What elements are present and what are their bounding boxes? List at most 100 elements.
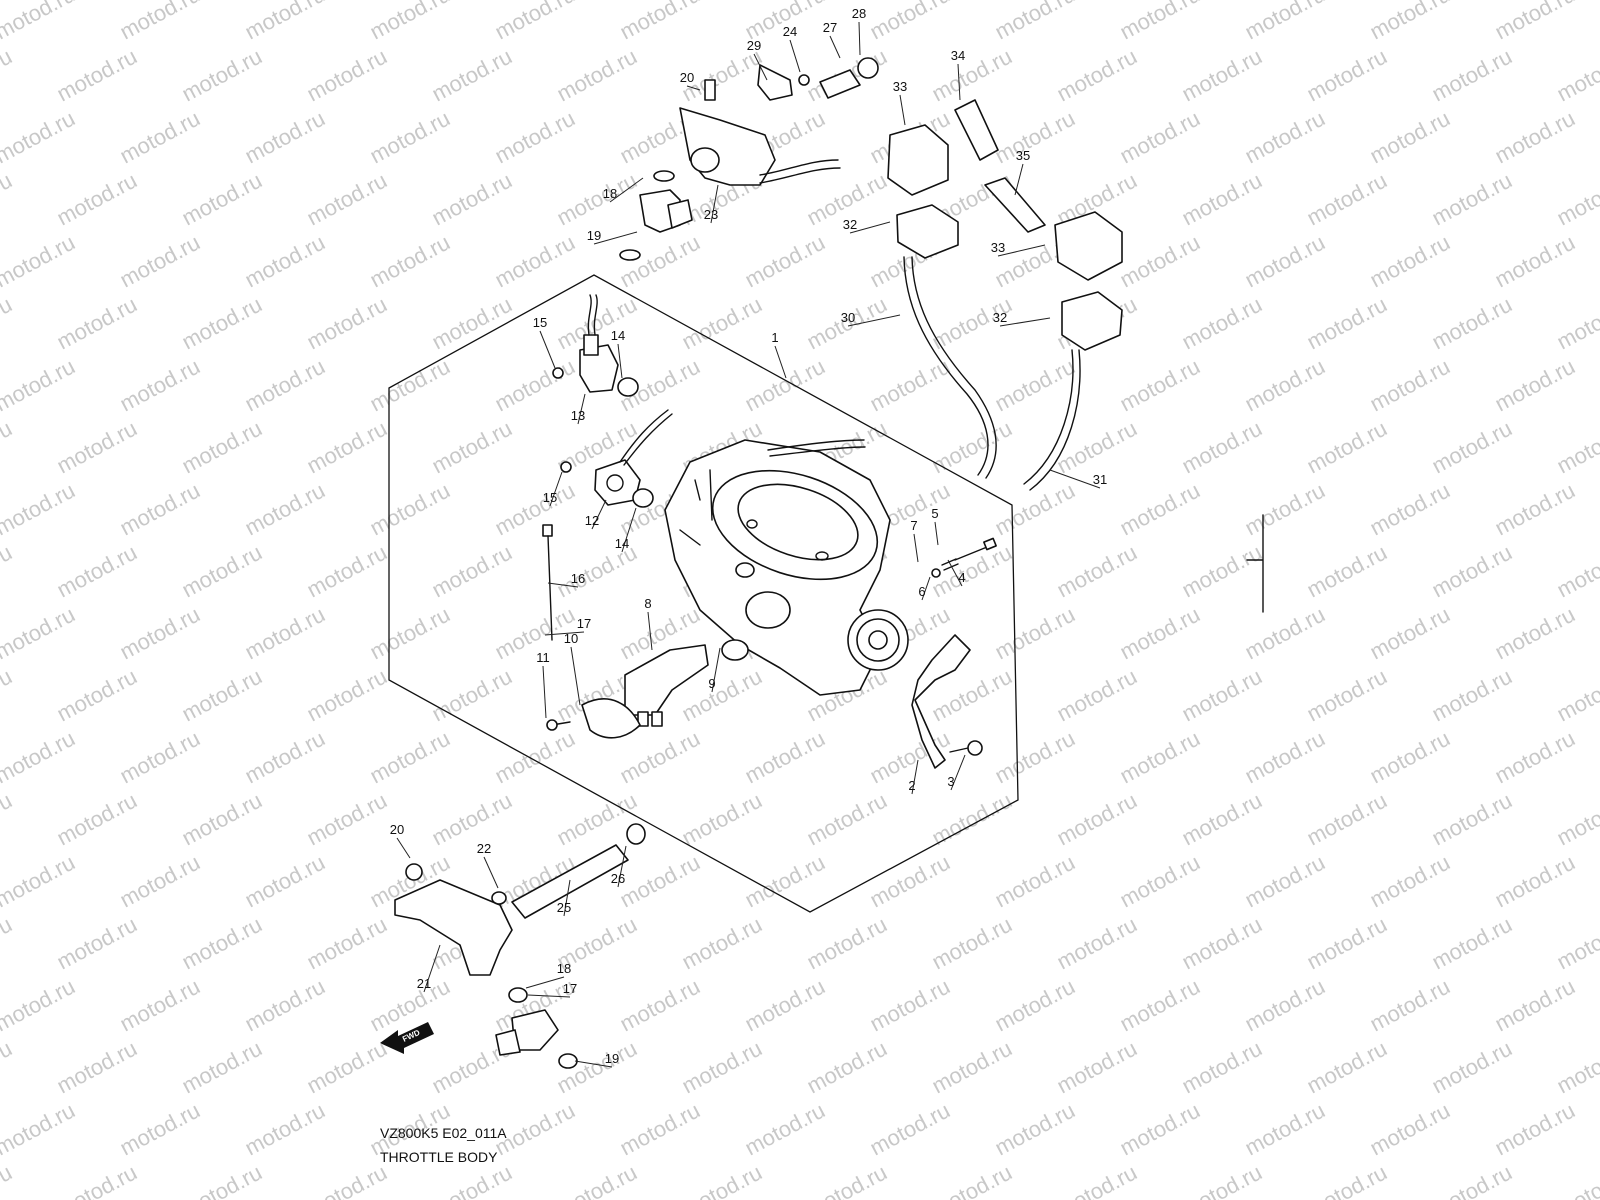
watermark-text: motod.ru: [116, 0, 204, 44]
watermark-text: motod.ru: [491, 354, 579, 417]
watermark-text: motod.ru: [303, 788, 391, 851]
watermark-text: motod.ru: [866, 1098, 954, 1161]
watermark-text: motod.ru: [1053, 664, 1141, 727]
throttle-body-part: [664, 439, 909, 696]
callout-number: 32: [843, 217, 857, 232]
callout-leader: [957, 63, 961, 101]
watermark-text: motod.ru: [1178, 416, 1266, 479]
watermark-text: motod.ru: [1241, 354, 1329, 417]
watermark-text: motod.ru: [1491, 230, 1579, 293]
callout-number: 18: [557, 961, 571, 976]
callout-number: 2: [908, 778, 915, 793]
callout-leader: [621, 507, 637, 553]
watermark-text: motod.ru: [116, 106, 204, 169]
callout-number: 14: [615, 536, 629, 551]
watermark-text: motod.ru: [178, 416, 266, 479]
upper-injector-set: [619, 57, 879, 261]
watermark-text: motod.ru: [1241, 850, 1329, 913]
callout-number: 35: [1016, 148, 1030, 163]
callout-leader: [899, 94, 906, 126]
callout-number: 1: [771, 330, 778, 345]
screw-part: [949, 740, 983, 756]
watermark-text: motod.ru: [428, 540, 516, 603]
watermark-text: motod.ru: [428, 44, 516, 107]
watermark-text: motod.ru: [1491, 0, 1579, 44]
watermark-text: motod.ru: [0, 664, 16, 727]
watermark-text: motod.ru: [991, 974, 1079, 1037]
watermark-text: motod.ru: [0, 478, 79, 541]
watermark-text: motod.ru: [366, 602, 454, 665]
watermark-text: motod.ru: [616, 1098, 704, 1161]
watermark-text: motod.ru: [303, 168, 391, 231]
watermark-text: motod.ru: [1116, 602, 1204, 665]
watermark-text: motod.ru: [1178, 788, 1266, 851]
watermark-text: motod.ru: [1491, 602, 1579, 665]
watermark-text: motod.ru: [553, 1160, 641, 1200]
watermark-text: motod.ru: [303, 912, 391, 975]
watermark-text: motod.ru: [303, 44, 391, 107]
cable-bracket-part: [911, 634, 971, 769]
callout-number: 29: [747, 38, 761, 53]
watermark-text: motod.ru: [866, 0, 954, 44]
callout-number: 22: [477, 841, 491, 856]
watermark-text: motod.ru: [1303, 1160, 1391, 1200]
watermark-text: motod.ru: [741, 726, 829, 789]
watermark-text: motod.ru: [1303, 540, 1391, 603]
watermark-text: motod.ru: [1053, 912, 1141, 975]
watermark-text: motod.ru: [1241, 478, 1329, 541]
watermark-text: motod.ru: [116, 850, 204, 913]
callout-number: 27: [823, 20, 837, 35]
watermark-text: motod.ru: [1366, 850, 1454, 913]
callout-leader: [570, 646, 581, 706]
callout-leader: [997, 244, 1046, 257]
watermark-text: motod.ru: [178, 168, 266, 231]
watermark-text: motod.ru: [0, 292, 16, 355]
callout-leader: [858, 21, 861, 56]
watermark-text: motod.ru: [616, 230, 704, 293]
watermark-text: motod.ru: [178, 292, 266, 355]
watermark-text: motod.ru: [178, 540, 266, 603]
watermark-text: motod.ru: [0, 354, 79, 417]
callout-number: 24: [783, 24, 797, 39]
watermark-text: motod.ru: [1178, 1036, 1266, 1099]
callout-number: 17: [563, 981, 577, 996]
callout-number: 8: [644, 596, 651, 611]
callout-leader: [539, 330, 556, 369]
watermark-text: motod.ru: [1116, 1098, 1204, 1161]
watermark-text: motod.ru: [53, 168, 141, 231]
watermark-text: motod.ru: [1366, 1098, 1454, 1161]
watermark-text: motod.ru: [241, 850, 329, 913]
watermark-text: motod.ru: [1053, 788, 1141, 851]
watermark-text: motod.ru: [1241, 974, 1329, 1037]
callout-number: 19: [605, 1051, 619, 1066]
watermark-text: motod.ru: [366, 230, 454, 293]
watermark-text: motod.ru: [53, 788, 141, 851]
watermark-text: motod.ru: [116, 478, 204, 541]
callout-number: 14: [611, 328, 625, 343]
watermark-text: motod.ru: [1553, 912, 1600, 975]
callout-number: 15: [533, 315, 547, 330]
watermark-text: motod.ru: [1303, 664, 1391, 727]
watermark-text: motod.ru: [491, 726, 579, 789]
watermark-text: motod.ru: [0, 230, 79, 293]
watermark-text: motod.ru: [1366, 974, 1454, 1037]
callout-number: 5: [931, 506, 938, 521]
watermark-text: motod.ru: [116, 726, 204, 789]
watermark-text: motod.ru: [1303, 168, 1391, 231]
watermark-text: motod.ru: [1428, 416, 1516, 479]
callout-leader: [593, 231, 638, 245]
callout-number: 19: [587, 228, 601, 243]
callout-number: 18: [603, 186, 617, 201]
watermark-text: motod.ru: [241, 602, 329, 665]
watermark-text: motod.ru: [178, 1036, 266, 1099]
watermark-text: motod.ru: [116, 602, 204, 665]
watermark-text: motod.ru: [428, 168, 516, 231]
watermark-text: motod.ru: [1553, 1160, 1600, 1200]
watermark-text: motod.ru: [303, 664, 391, 727]
watermark-text: motod.ru: [1241, 602, 1329, 665]
watermark-text: motod.ru: [1053, 1036, 1141, 1099]
watermark-text: motod.ru: [116, 354, 204, 417]
watermark-text: motod.ru: [1553, 168, 1600, 231]
callout-leader: [574, 1060, 613, 1068]
watermark-text: motod.ru: [241, 974, 329, 1037]
